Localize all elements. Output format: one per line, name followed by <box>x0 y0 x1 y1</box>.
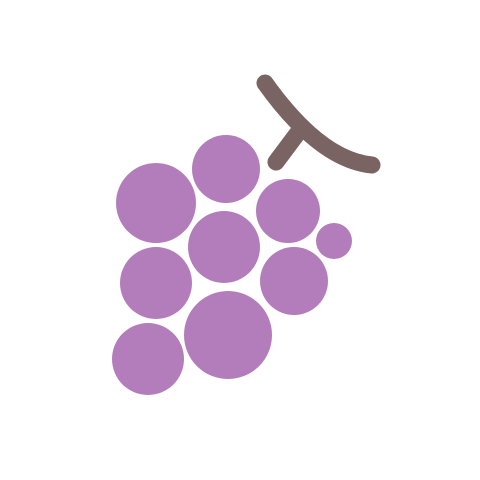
grape <box>120 247 192 319</box>
grape <box>188 211 260 283</box>
grape <box>260 247 328 315</box>
grape <box>316 223 352 259</box>
grape <box>192 135 260 203</box>
stem-curve <box>256 74 381 174</box>
grape <box>256 179 320 243</box>
grape <box>184 291 272 379</box>
grape-cluster <box>112 135 352 395</box>
grape <box>116 163 196 243</box>
grape <box>112 323 184 395</box>
stem <box>256 74 381 174</box>
stem-branch <box>267 121 309 171</box>
